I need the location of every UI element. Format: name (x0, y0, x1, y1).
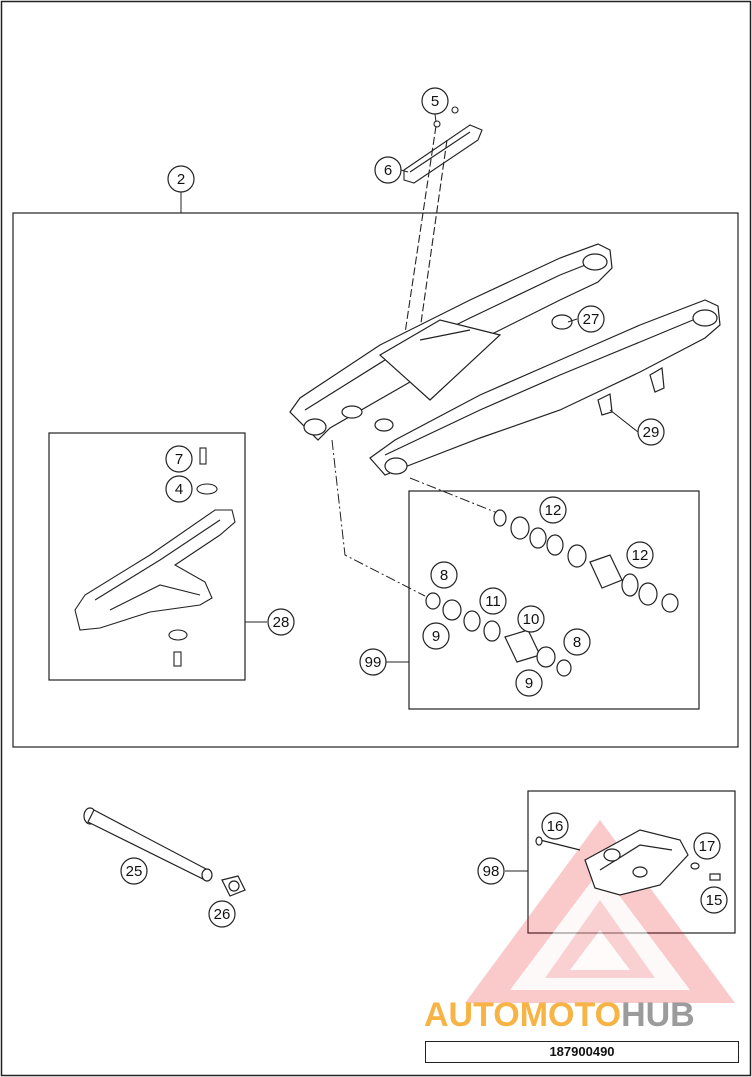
svg-text:7: 7 (175, 451, 183, 468)
svg-text:16: 16 (547, 818, 564, 835)
callout-2: 2 (167, 165, 195, 193)
callout-27: 27 (577, 305, 605, 333)
callout-25: 25 (120, 857, 148, 885)
svg-text:12: 12 (545, 502, 562, 519)
callout-leaders (180, 113, 639, 872)
swingarm-part (289, 243, 721, 476)
svg-text:2: 2 (177, 171, 185, 188)
callout-12-top: 12 (539, 496, 567, 524)
bearing-kit-parts (425, 509, 679, 677)
watermark-logo (465, 820, 735, 1003)
svg-text:27: 27 (583, 311, 600, 328)
chain-slider-box (48, 432, 246, 681)
svg-text:17: 17 (699, 838, 716, 855)
callout-9-right: 9 (515, 669, 543, 697)
chain-slider-part (74, 447, 236, 667)
callout-98: 98 (477, 857, 505, 885)
svg-text:26: 26 (214, 906, 231, 923)
callout-16: 16 (541, 812, 569, 840)
svg-text:15: 15 (706, 892, 723, 909)
svg-text:98: 98 (483, 863, 500, 880)
svg-text:99: 99 (365, 654, 382, 671)
callout-10: 10 (517, 605, 545, 633)
callout-11: 11 (479, 587, 507, 615)
svg-text:11: 11 (485, 593, 501, 610)
callout-8-left: 8 (430, 561, 458, 589)
callout-26: 26 (208, 900, 236, 928)
svg-text:9: 9 (432, 628, 440, 645)
svg-text:6: 6 (384, 162, 392, 179)
svg-text:29: 29 (643, 424, 660, 441)
svg-text:8: 8 (573, 634, 581, 651)
callout-5: 5 (421, 87, 449, 115)
callout-99: 99 (359, 648, 387, 676)
watermark-brand-text: AUTOMOTOHUB (424, 996, 695, 1034)
callout-7: 7 (165, 445, 193, 473)
svg-text:9: 9 (525, 675, 533, 692)
watermark-brand-part1: AUTOMOTO (424, 996, 621, 1034)
svg-text:25: 25 (126, 863, 143, 880)
callout-8-right: 8 (563, 628, 591, 656)
watermark-brand-part2: HUB (621, 996, 695, 1034)
document-number: 187900490 (425, 1041, 739, 1063)
svg-text:28: 28 (273, 614, 290, 631)
axle-part (83, 807, 246, 897)
svg-text:10: 10 (523, 611, 540, 628)
callout-29: 29 (637, 418, 665, 446)
bearing-kit-box (408, 490, 700, 710)
chain-guide-top-part (403, 106, 483, 341)
callout-9-left: 9 (422, 622, 450, 650)
svg-text:5: 5 (431, 93, 439, 110)
svg-text:8: 8 (440, 567, 448, 584)
callout-6: 6 (374, 156, 402, 184)
callout-4: 4 (165, 475, 193, 503)
chain-guide-part (535, 829, 721, 896)
chain-guide-box (527, 790, 736, 934)
callout-15: 15 (700, 886, 728, 914)
callout-12-right: 12 (626, 541, 654, 569)
pivot-leader-lines (331, 439, 501, 597)
callout-28: 28 (267, 608, 295, 636)
svg-text:12: 12 (632, 547, 649, 564)
swingarm-assembly-box (12, 212, 739, 748)
callout-17: 17 (693, 832, 721, 860)
svg-text:4: 4 (175, 481, 183, 498)
